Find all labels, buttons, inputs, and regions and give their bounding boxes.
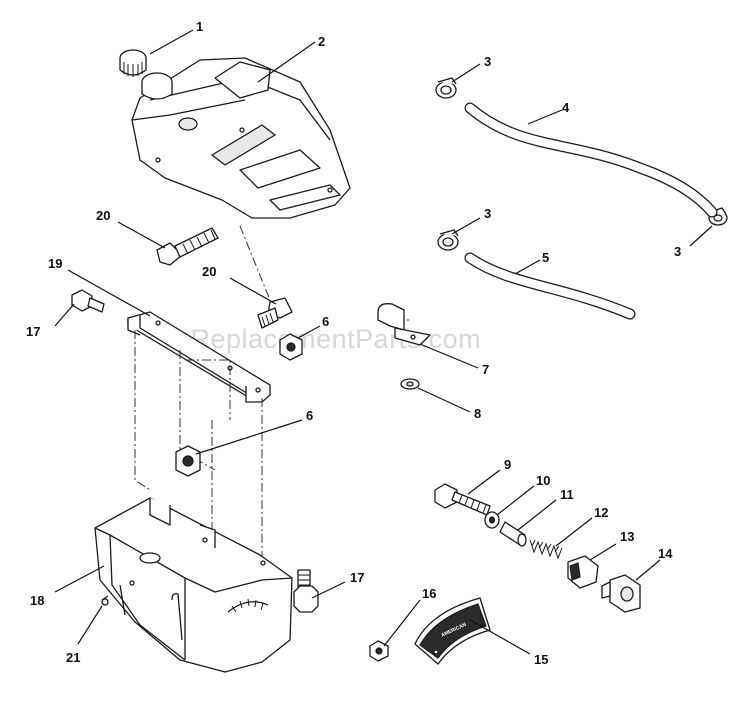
callout-9: 9 (504, 457, 511, 472)
dash-panel[interactable] (94, 497, 293, 673)
callout-11: 11 (560, 487, 574, 502)
nut-lower[interactable] (175, 445, 201, 477)
line-clip[interactable] (377, 303, 431, 346)
callout-17a: 17 (26, 324, 40, 339)
callout-1: 1 (196, 19, 203, 34)
screw-right[interactable] (293, 569, 319, 613)
push-pin[interactable] (101, 595, 109, 606)
bolt[interactable] (434, 483, 491, 516)
callout-7: 7 (482, 362, 489, 377)
fuel-line-lower[interactable] (464, 252, 636, 320)
callout-18: 18 (30, 593, 44, 608)
nut-upper[interactable] (279, 333, 303, 361)
callout-19: 19 (48, 256, 62, 271)
fuel-line-upper[interactable] (464, 102, 718, 218)
washer[interactable] (400, 378, 420, 390)
spacer-tube[interactable] (499, 521, 527, 547)
bracket-bolt[interactable] (257, 297, 293, 329)
callout-8: 8 (474, 406, 481, 421)
tank-bolt[interactable] (156, 227, 219, 266)
callout-17b: 17 (350, 570, 364, 585)
leader-lines (54, 29, 713, 655)
callout-13: 13 (620, 529, 634, 544)
screw-left[interactable] (71, 289, 105, 313)
callout-5: 5 (542, 250, 549, 265)
nut-small[interactable] (369, 640, 389, 662)
callout-6a: 6 (322, 314, 329, 329)
callout-3c: 3 (484, 206, 491, 221)
callout-16: 16 (422, 586, 436, 601)
callout-3b: 3 (674, 244, 681, 259)
slider[interactable] (567, 555, 599, 589)
hose-clamp-lower[interactable] (437, 229, 459, 251)
callout-10: 10 (536, 473, 550, 488)
callout-14: 14 (658, 546, 673, 561)
callout-21: 21 (66, 650, 80, 665)
spring[interactable] (529, 539, 563, 560)
callout-numbers: 1 2 3 3 3 4 5 6 6 7 8 9 10 11 12 13 14 1… (26, 19, 681, 667)
callout-12: 12 (594, 505, 608, 520)
watermark: eReplacementParts.com (175, 324, 481, 354)
callout-6b: 6 (306, 408, 313, 423)
callout-4: 4 (562, 100, 570, 115)
knob[interactable] (601, 574, 641, 613)
fuel-tank[interactable] (131, 57, 351, 219)
throttle-plate[interactable]: AMERICAN (414, 597, 491, 665)
hose-clamp-top-left[interactable] (435, 77, 457, 99)
fuel-cap[interactable] (119, 49, 147, 77)
callout-20b: 20 (202, 264, 216, 279)
flat-washer[interactable] (484, 511, 500, 529)
callout-3a: 3 (484, 54, 491, 69)
callout-20a: 20 (96, 208, 110, 223)
callout-15: 15 (534, 652, 548, 667)
callout-2: 2 (318, 34, 325, 49)
